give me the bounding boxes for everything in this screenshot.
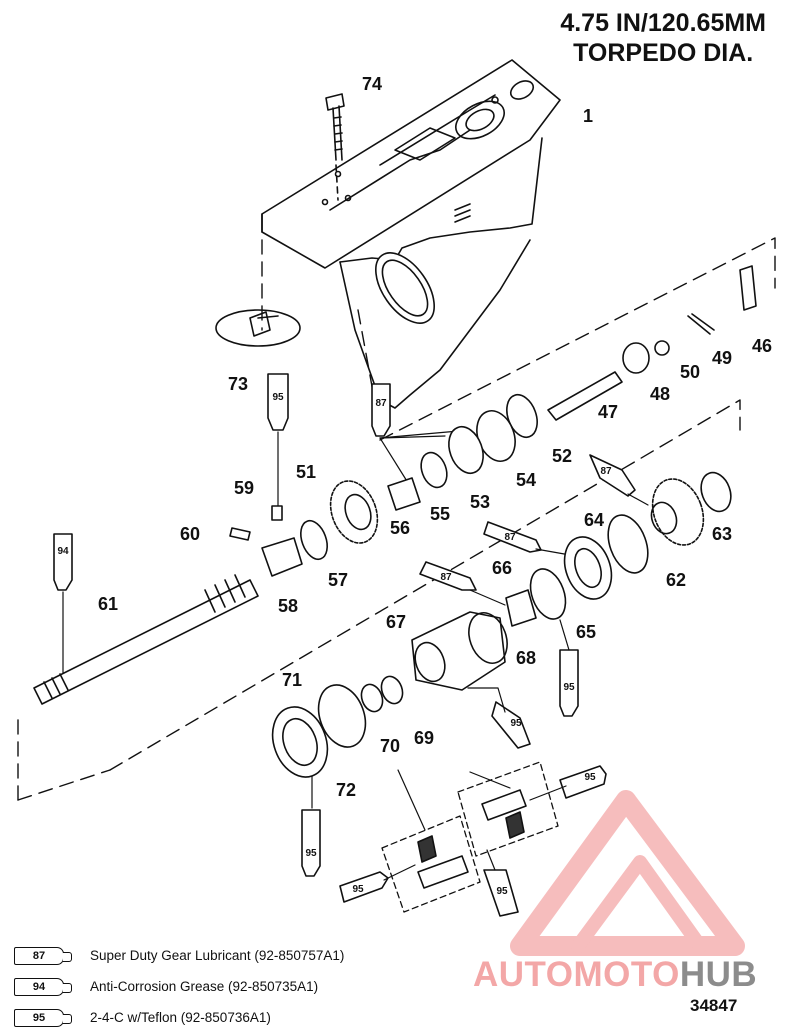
callout-53: 53	[469, 492, 491, 512]
legend-tube-icon: 87	[14, 946, 72, 965]
part-56-bearing	[387, 477, 421, 511]
watermark-part-1: AUTOMOTO	[473, 955, 680, 994]
tube-label-95: 95	[272, 392, 284, 403]
part-65-bearing	[563, 536, 613, 600]
callout-61: 61	[97, 594, 119, 614]
callout-69: 69	[413, 728, 435, 748]
tube-label-87: 87	[504, 532, 516, 543]
part-62-hub	[650, 501, 678, 535]
part-64-shim	[607, 514, 649, 574]
callout-46: 46	[751, 336, 773, 356]
part-51-hub	[344, 493, 372, 531]
part-69-ring	[380, 675, 404, 705]
detail-inset-parts	[417, 789, 527, 889]
callout-59: 59	[233, 478, 255, 498]
part-50-washer	[654, 340, 670, 356]
callout-68: 68	[515, 648, 537, 668]
callout-51: 51	[295, 462, 317, 482]
part-47-shift-shaft	[547, 371, 623, 421]
callout-65: 65	[575, 622, 597, 642]
tube-label-87: 87	[440, 572, 452, 583]
tube-label-95: 95	[352, 884, 364, 895]
tube-label-95: 95	[584, 772, 596, 783]
callout-55: 55	[429, 504, 451, 524]
part-58-clutch	[261, 537, 303, 577]
callout-57: 57	[327, 570, 349, 590]
callout-56: 56	[389, 518, 411, 538]
part-60-pin	[229, 527, 251, 541]
part-62-gear	[651, 478, 705, 546]
part-65-inner	[574, 547, 602, 589]
tube-label-95: 95	[305, 848, 317, 859]
part-72-bearing	[271, 706, 329, 778]
tube-label-95: 95	[563, 682, 575, 693]
callout-48: 48	[649, 384, 671, 404]
legend-text: 2-4-C w/Teflon (92-850736A1)	[90, 1010, 271, 1025]
callout-50: 50	[679, 362, 701, 382]
watermark-part-2: HUB	[679, 955, 758, 994]
callout-72: 72	[335, 780, 357, 800]
tube-label-94: 94	[57, 546, 69, 557]
callout-63: 63	[711, 524, 733, 544]
part-72-inner	[282, 717, 318, 767]
part-70-ring	[360, 683, 384, 713]
anode-plate-73	[215, 309, 301, 347]
callout-58: 58	[277, 596, 299, 616]
callout-70: 70	[379, 736, 401, 756]
callout-49: 49	[711, 348, 733, 368]
callout-62: 62	[665, 570, 687, 590]
legend-row: 95 2-4-C w/Teflon (92-850736A1)	[14, 1002, 344, 1033]
part-71-retainer	[317, 684, 367, 748]
part-59-pin	[271, 505, 283, 521]
part-55-ring	[420, 451, 448, 489]
tube-label-95: 95	[510, 718, 522, 729]
part-46-bracket	[739, 265, 757, 311]
legend-text: Anti-Corrosion Grease (92-850735A1)	[90, 979, 319, 994]
legend-row: 94 Anti-Corrosion Grease (92-850735A1)	[14, 971, 344, 1002]
grease-tubes	[53, 373, 636, 917]
part-68-bearing	[505, 589, 537, 627]
bolt-74-part	[325, 93, 345, 201]
callout-73: 73	[227, 374, 249, 394]
watermark-text: AUTOMOTOHUB	[473, 955, 757, 995]
legend-tube-icon: 94	[14, 977, 72, 996]
title-line-2: TORPEDO DIA.	[573, 39, 754, 67]
callout-67: 67	[385, 612, 407, 632]
callout-71: 71	[281, 670, 303, 690]
callout-47: 47	[597, 402, 619, 422]
legend-tube-icon: 95	[14, 1008, 72, 1027]
callout-1: 1	[582, 106, 594, 126]
application-lines	[62, 429, 649, 881]
gear-housing	[261, 59, 561, 409]
tube-label-87: 87	[375, 398, 387, 409]
callout-66: 66	[491, 558, 513, 578]
legend-text: Super Duty Gear Lubricant (92-850757A1)	[90, 948, 345, 963]
part-63-ring	[700, 471, 732, 513]
part-48-nut	[622, 342, 650, 374]
callout-52: 52	[551, 446, 573, 466]
part-49-pin	[687, 313, 715, 335]
part-53-bearing	[448, 425, 484, 475]
tube-label-87: 87	[600, 466, 612, 477]
diagram-title: 4.75 IN/120.65MM TORPEDO DIA.	[560, 8, 766, 68]
title-line-1: 4.75 IN/120.65MM	[560, 9, 766, 37]
detail-inset-69	[381, 761, 559, 913]
watermark-logo	[510, 790, 745, 956]
part-57-ring	[300, 519, 328, 561]
part-51-gear	[329, 480, 379, 544]
callout-60: 60	[179, 524, 201, 544]
lubricant-legend: 87 Super Duty Gear Lubricant (92-850757A…	[14, 940, 344, 1033]
tube-label-95: 95	[496, 886, 508, 897]
part-61-propeller-shaft	[33, 574, 259, 705]
document-number: 34847	[690, 996, 738, 1015]
legend-row: 87 Super Duty Gear Lubricant (92-850757A…	[14, 940, 344, 971]
callout-74: 74	[361, 74, 383, 94]
callout-54: 54	[515, 470, 537, 490]
part-66-ring	[529, 568, 567, 620]
callout-64: 64	[583, 510, 605, 530]
part-67-carrier	[411, 611, 508, 691]
